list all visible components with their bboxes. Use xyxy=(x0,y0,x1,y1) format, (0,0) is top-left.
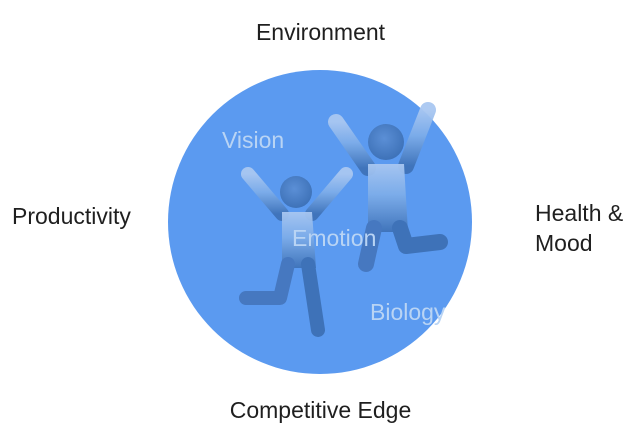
productivity-label: Productivity xyxy=(12,203,131,229)
jumping-person-icon xyxy=(328,102,448,272)
biology-label: Biology xyxy=(370,299,446,325)
vision-label: Vision xyxy=(222,127,284,153)
health-mood-label: Health & Mood xyxy=(535,198,623,258)
jumping-person-icon xyxy=(239,167,353,337)
environment-label: Environment xyxy=(255,19,386,45)
mood-label: Mood xyxy=(535,230,593,256)
competitive-edge-label: Competitive Edge xyxy=(229,397,412,423)
emotion-label: Emotion xyxy=(292,225,376,251)
health-label: Health & xyxy=(535,200,624,226)
